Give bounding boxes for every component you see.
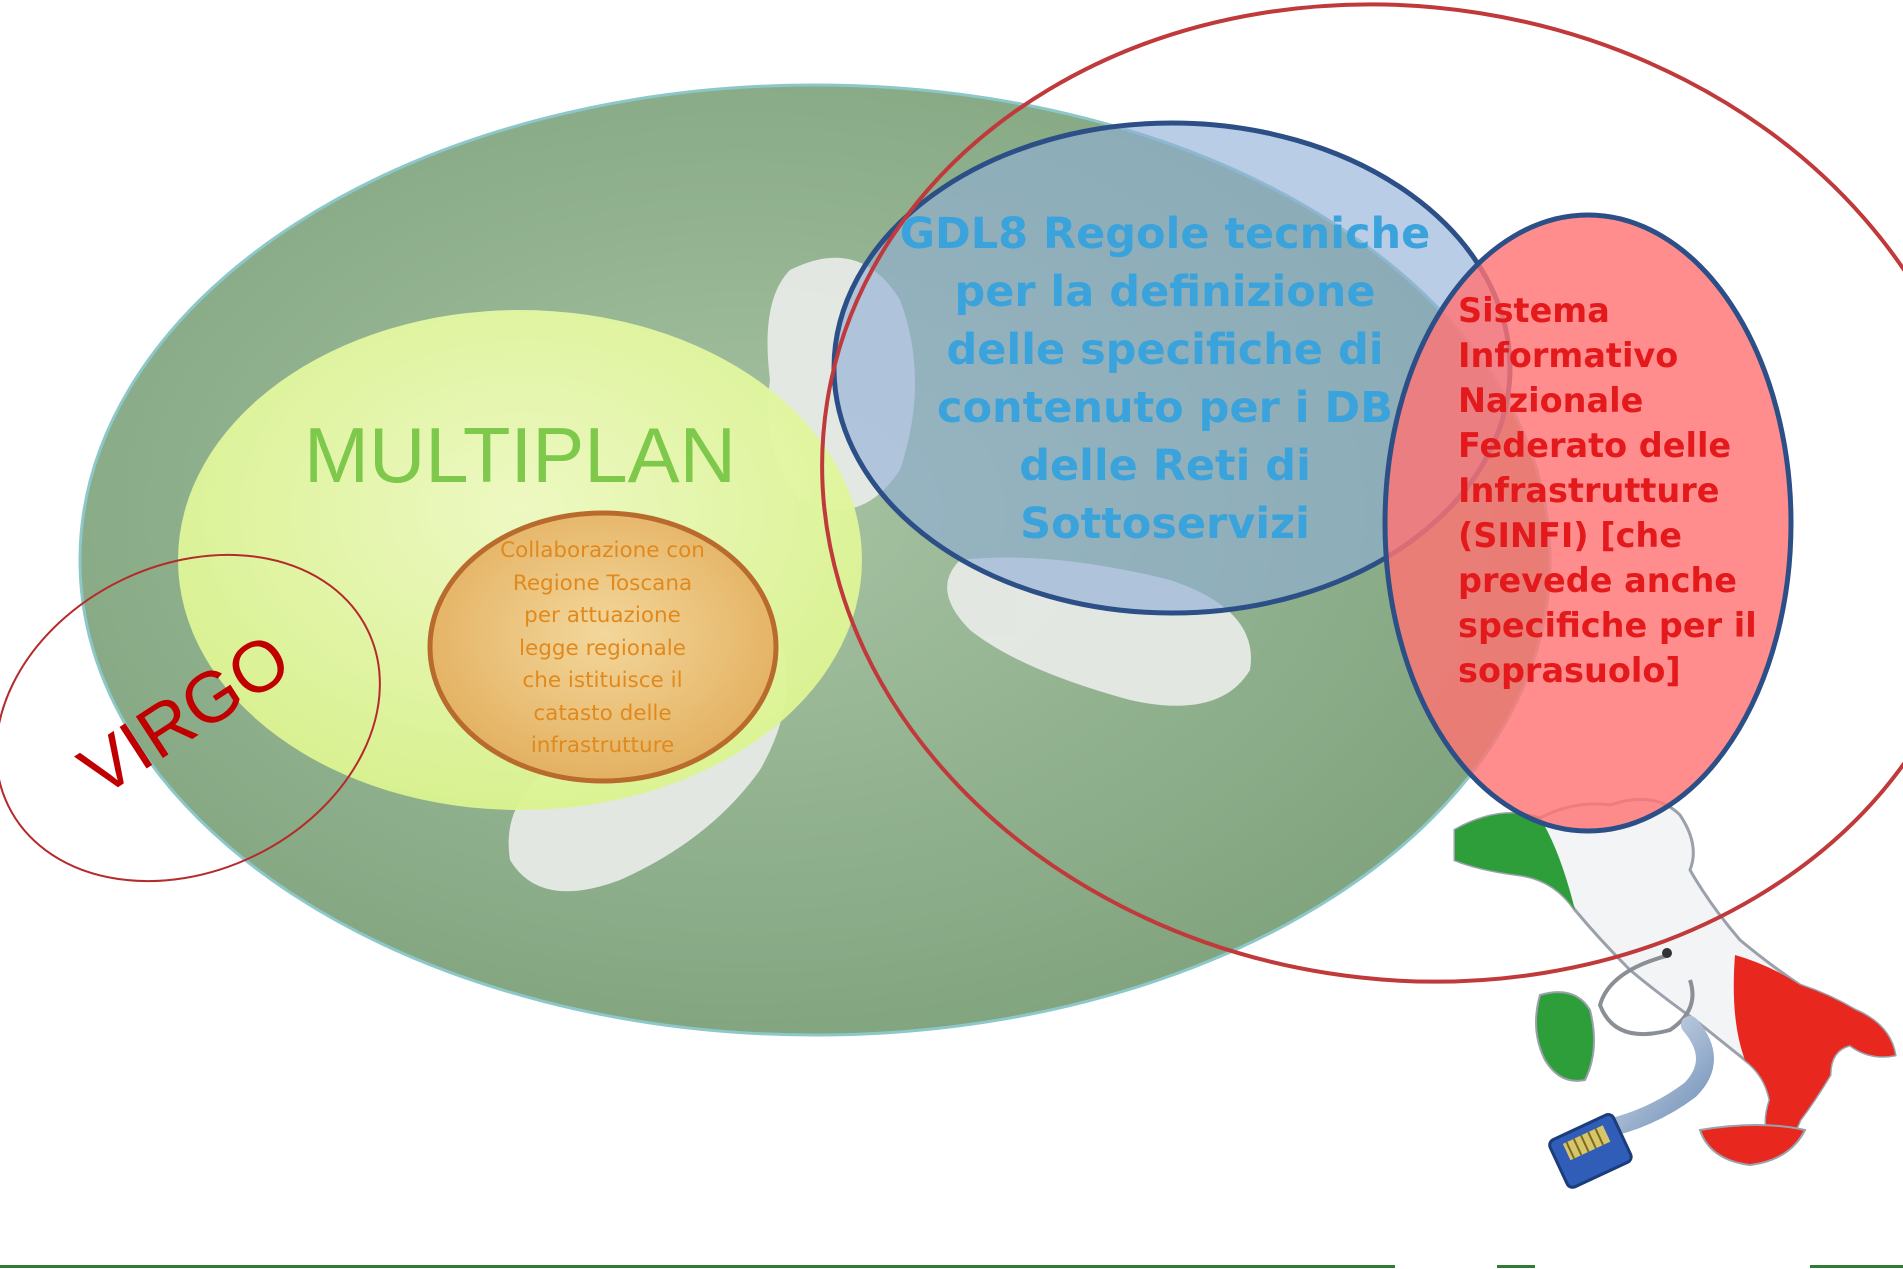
- sinfi-ellipse: [1382, 212, 1794, 834]
- sinfi-line: specifiche per il: [1458, 606, 1757, 645]
- bottom-divider: [0, 1265, 1395, 1268]
- multiplan-label: MULTIPLAN: [304, 411, 736, 499]
- sinfi-label: Sistema Informativo Nazionale Federato d…: [1458, 288, 1788, 693]
- collaborazione-ellipse: [427, 510, 779, 784]
- italy-map-image: [1453, 797, 1897, 1189]
- sinfi-line: Infrastrutture: [1458, 471, 1720, 510]
- bottom-divider: [1810, 1265, 1903, 1268]
- gdl8-line: delle Reti di: [1019, 441, 1311, 491]
- sinfi-line: Sistema: [1458, 291, 1610, 330]
- sinfi-line: Nazionale: [1458, 381, 1644, 420]
- gdl8-line: contenuto per i DB: [937, 383, 1393, 433]
- sinfi-line: soprasuolo]: [1458, 651, 1681, 690]
- collaborazione-label: Collaborazione con Regione Toscana per a…: [470, 535, 735, 763]
- gdl8-line: Sottoservizi: [1020, 499, 1310, 549]
- sinfi-line: Federato delle: [1458, 426, 1732, 465]
- collaborazione-line: legge regionale: [519, 635, 686, 661]
- collaborazione-line: che istituisce il: [522, 668, 683, 693]
- gdl8-line: delle specifiche di: [946, 325, 1384, 375]
- virgo-ellipse: [0, 553, 381, 883]
- collaborazione-line: Collaborazione con: [500, 538, 705, 563]
- collaborazione-line: catasto delle: [533, 700, 672, 726]
- collaborazione-line: infrastrutture: [530, 733, 675, 758]
- red-outline-ellipse: [820, 2, 1903, 984]
- bottom-divider: [1497, 1265, 1535, 1268]
- sinfi-line: Informativo: [1458, 336, 1679, 375]
- collaborazione-line: per attuazione: [524, 603, 681, 628]
- sinfi-line: prevede anche: [1458, 561, 1738, 600]
- gdl8-line: GDL8 Regole tecniche: [899, 209, 1431, 259]
- gdl8-label: GDL8 Regole tecniche per la definizione …: [880, 205, 1450, 553]
- gdl8-line: per la definizione: [954, 267, 1376, 317]
- sinfi-line: (SINFI) [che: [1458, 516, 1682, 555]
- collaborazione-line: Regione Toscana: [512, 570, 693, 596]
